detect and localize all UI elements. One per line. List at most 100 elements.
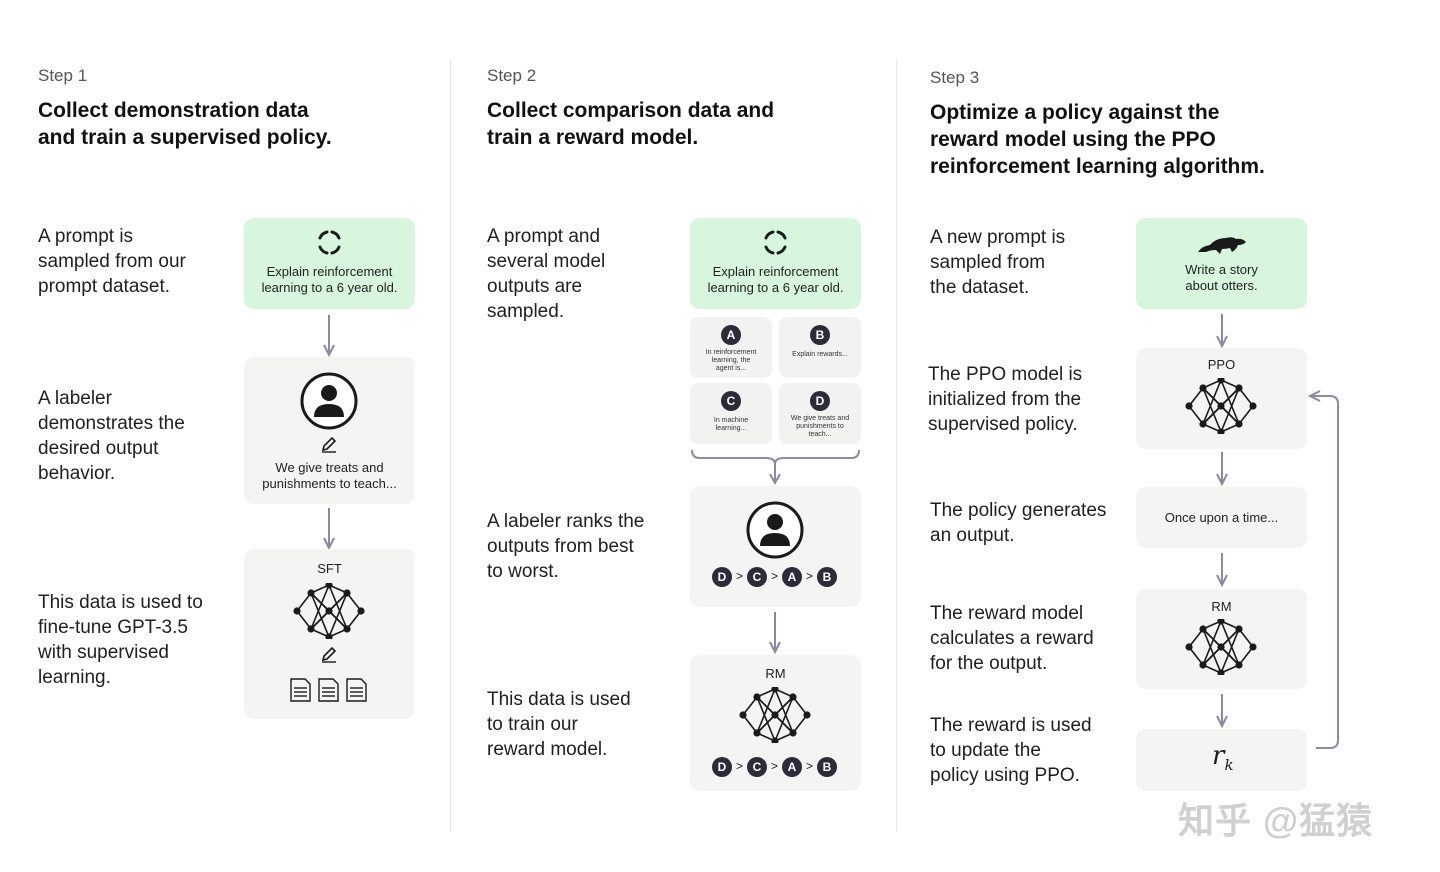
output-letter: B bbox=[810, 325, 830, 345]
network-edge bbox=[756, 688, 776, 734]
feedback-loop-arrow bbox=[1307, 390, 1339, 749]
down-arrow bbox=[323, 508, 335, 550]
network-node bbox=[739, 711, 747, 719]
network-node bbox=[771, 737, 779, 743]
step2-title-line2: train a reward model. bbox=[487, 126, 699, 149]
output-letter: D bbox=[810, 391, 830, 411]
network-node bbox=[789, 693, 797, 701]
desc-line: A labeler ranks the bbox=[487, 511, 645, 532]
network-node bbox=[293, 607, 301, 615]
network-node bbox=[1217, 428, 1225, 434]
output-letter: C bbox=[721, 391, 741, 411]
refresh-icon bbox=[318, 230, 341, 255]
step2-prompt-box: Explain reinforcement learning to a 6 ye… bbox=[690, 218, 861, 309]
network-edge bbox=[1188, 405, 1204, 425]
output-text: Explain rewards... bbox=[783, 351, 857, 359]
step3-ppo-box: PPO bbox=[1136, 348, 1307, 449]
desc-line: outputs from best bbox=[487, 536, 634, 557]
network-node bbox=[357, 607, 365, 615]
network-node bbox=[1235, 661, 1243, 669]
rank-separator: > bbox=[806, 569, 814, 583]
network-node bbox=[343, 625, 351, 633]
prompt-line: about otters. bbox=[1185, 278, 1258, 293]
desc-line: initialized from the bbox=[928, 389, 1082, 410]
desc-line: outputs are bbox=[487, 276, 583, 297]
step1-title-line2: and train a supervised policy. bbox=[38, 126, 332, 149]
down-arrow bbox=[1216, 452, 1228, 486]
network-edge bbox=[1238, 387, 1254, 407]
rank-separator: > bbox=[771, 569, 779, 583]
network-edge bbox=[1188, 628, 1204, 648]
step3-prompt-box: Write a story about otters. bbox=[1136, 218, 1307, 309]
reward-subscript: k bbox=[1224, 756, 1234, 775]
network-edge bbox=[1202, 379, 1222, 425]
down-arrow bbox=[1216, 694, 1228, 728]
rank-letter: A bbox=[782, 567, 802, 587]
rank-letter: B bbox=[817, 567, 837, 587]
neural-network-icon bbox=[1185, 378, 1257, 434]
output-text: We give treats and punishments to teach.… bbox=[783, 415, 857, 439]
network-node bbox=[753, 729, 761, 737]
network-edge bbox=[756, 696, 776, 742]
step2-desc-sample: A prompt and several model outputs are s… bbox=[487, 224, 605, 324]
output-card-b: B Explain rewards... bbox=[779, 317, 861, 378]
network-edge bbox=[296, 610, 312, 630]
network-node bbox=[1199, 384, 1207, 392]
output-line: In reinforcement bbox=[705, 349, 757, 356]
down-arrow bbox=[1216, 553, 1228, 587]
network-edge bbox=[310, 592, 330, 638]
labeler-line: We give treats and bbox=[275, 460, 384, 475]
network-node bbox=[1199, 661, 1207, 669]
desc-line: fine-tune GPT-3.5 bbox=[38, 617, 188, 638]
rank-letter: D bbox=[712, 567, 732, 587]
desc-line: The policy generates bbox=[930, 500, 1107, 521]
network-edge bbox=[1220, 620, 1240, 666]
step2-ranking-box: D > C > A > B bbox=[690, 486, 861, 607]
network-edge bbox=[328, 584, 348, 630]
step3-desc-reward: The reward model calculates a reward for… bbox=[930, 601, 1094, 676]
output-letter: A bbox=[721, 325, 741, 345]
desc-line: The reward model bbox=[930, 603, 1084, 624]
desc-line: several model bbox=[487, 251, 606, 272]
step3-prompt-text: Write a story about otters. bbox=[1136, 262, 1307, 294]
step3-reward-box: rk bbox=[1136, 729, 1307, 791]
desc-line: A new prompt is bbox=[930, 227, 1066, 248]
desc-line: an output. bbox=[930, 525, 1015, 546]
prompt-line: learning to a 6 year old. bbox=[707, 280, 844, 295]
network-edge bbox=[1220, 387, 1240, 433]
step3-desc-prompt: A new prompt is sampled from the dataset… bbox=[930, 225, 1065, 300]
network-edge bbox=[1220, 628, 1240, 674]
network-node bbox=[1235, 625, 1243, 633]
step1-title: Collect demonstration data and train a s… bbox=[38, 97, 332, 151]
network-node bbox=[1235, 420, 1243, 428]
output-line: We give treats and bbox=[790, 415, 850, 422]
network-node bbox=[307, 589, 315, 597]
step3-desc-update: The reward is used to update the policy … bbox=[930, 713, 1092, 788]
desc-line: desired output bbox=[38, 438, 159, 459]
network-node bbox=[1217, 669, 1225, 675]
step3-desc-generate: The policy generates an output. bbox=[930, 498, 1106, 548]
output-card-d: D We give treats and punishments to teac… bbox=[779, 383, 861, 444]
ppo-label: PPO bbox=[1207, 357, 1236, 372]
output-line: agent is... bbox=[715, 365, 747, 372]
rank-letter: C bbox=[747, 757, 767, 777]
step1-desc-finetune: This data is used to fine-tune GPT-3.5 w… bbox=[38, 590, 203, 690]
output-line: learning, the bbox=[711, 357, 751, 364]
step2-desc-train: This data is used to train our reward mo… bbox=[487, 687, 631, 762]
network-node bbox=[1217, 378, 1225, 384]
rank-letter: C bbox=[747, 567, 767, 587]
network-node bbox=[1249, 643, 1257, 651]
output-card-a: A In reinforcement learning, the agent i… bbox=[690, 317, 772, 378]
desc-line: to train our bbox=[487, 714, 578, 735]
step3-title-line2: reward model using the PPO bbox=[930, 128, 1216, 151]
rank-letter: A bbox=[782, 757, 802, 777]
down-arrow bbox=[769, 612, 781, 654]
desc-line: A prompt is bbox=[38, 226, 134, 247]
desc-line: The PPO model is bbox=[928, 364, 1083, 385]
desc-line: behavior. bbox=[38, 463, 116, 484]
network-edge bbox=[1238, 628, 1254, 648]
desc-line: A prompt and bbox=[487, 226, 601, 247]
network-node bbox=[1217, 402, 1225, 410]
step1-labeler-text: We give treats and punishments to teach.… bbox=[244, 460, 415, 492]
network-edge bbox=[346, 610, 362, 630]
